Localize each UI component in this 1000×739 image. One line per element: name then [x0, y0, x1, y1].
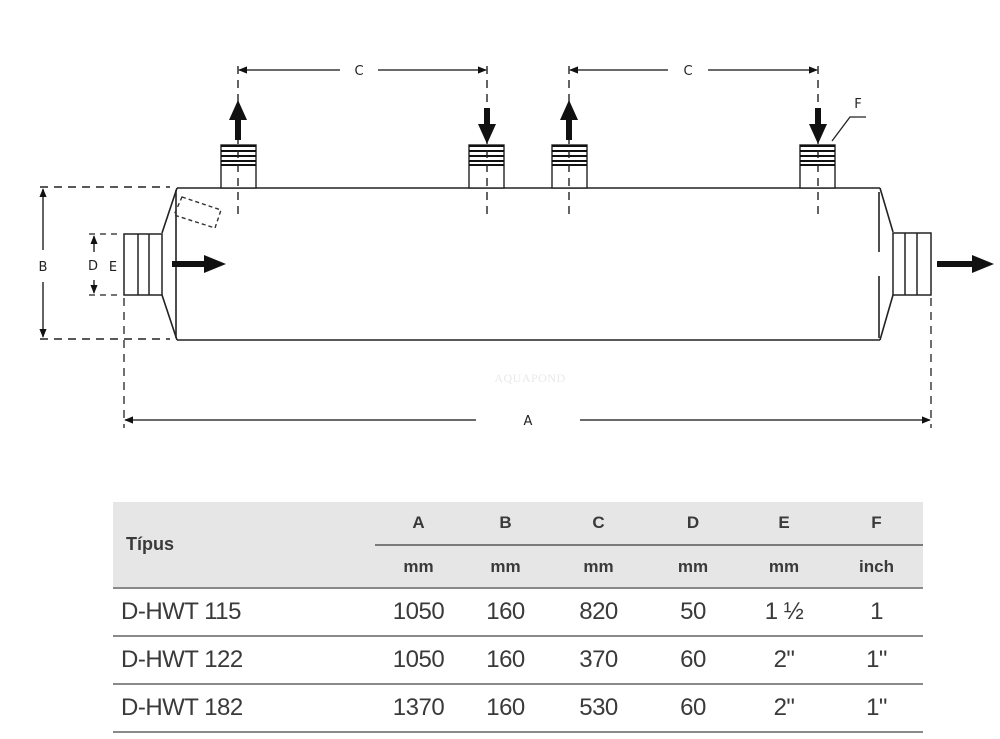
value-c: 820: [549, 588, 648, 637]
dimension-c-left-label: C: [354, 64, 363, 79]
dimension-d-label: D: [88, 259, 98, 274]
dimension-b-label: B: [39, 260, 48, 275]
value-d: 60: [648, 684, 738, 733]
header-row-units: mm mm mm mm mm inch: [113, 545, 923, 589]
arrow-up-icon: [229, 100, 247, 140]
col-unit-e: mm: [738, 545, 830, 589]
value-d: 50: [648, 588, 738, 637]
watermark: AQUAPOND: [494, 371, 565, 385]
value-b: 160: [462, 588, 549, 637]
dimension-d: [89, 233, 122, 296]
table-row: D-HWT 115 1050 160 820 50 1 ½ 1: [113, 588, 923, 637]
port-centerlines: [237, 66, 819, 218]
value-d: 60: [648, 636, 738, 685]
table-row: D-HWT 122 1050 160 370 60 2" 1": [113, 636, 923, 685]
value-e: 2": [738, 636, 830, 685]
col-unit-a: mm: [375, 545, 462, 589]
dimension-c-right-label: C: [683, 64, 692, 79]
col-header-d: D: [648, 502, 738, 546]
value-b: 160: [462, 684, 549, 733]
dimension-e-label: E: [109, 260, 117, 275]
col-unit-b: mm: [462, 545, 549, 589]
model-cell: D-HWT 122: [113, 636, 375, 685]
dimension-b: [39, 186, 170, 340]
arrow-down-icon: [478, 108, 496, 144]
value-e: 2": [738, 684, 830, 733]
dimension-f-label: F: [854, 97, 861, 112]
col-header-f: F: [830, 502, 923, 546]
model-cell: D-HWT 115: [113, 588, 375, 637]
heat-exchanger-diagram: C C F B D E A AQUAPOND: [39, 64, 994, 429]
value-c: 370: [549, 636, 648, 685]
sensor-pocket: [173, 196, 222, 229]
col-header-e: E: [738, 502, 830, 546]
arrow-up-icon: [560, 100, 578, 140]
spec-table: Típus A B C D E F mm mm mm mm mm inch D-…: [113, 502, 923, 733]
flow-arrows: [172, 100, 994, 273]
top-ports: [220, 144, 836, 189]
col-unit-c: mm: [549, 545, 648, 589]
value-c: 530: [549, 684, 648, 733]
model-cell: D-HWT 182: [113, 684, 375, 733]
value-f: 1": [830, 636, 923, 685]
col-header-a: A: [375, 502, 462, 546]
inlet-nozzle: [123, 233, 163, 296]
table-row: D-HWT 182 1370 160 530 60 2" 1": [113, 684, 923, 733]
arrow-right-icon: [172, 255, 226, 273]
arrow-right-icon: [937, 255, 994, 273]
col-header-b: B: [462, 502, 549, 546]
type-header: Típus: [113, 502, 375, 589]
arrow-down-icon: [809, 108, 827, 144]
value-a: 1050: [375, 636, 462, 685]
header-row-letters: Típus A B C D E F: [113, 502, 923, 589]
dimension-a-label: A: [524, 414, 533, 429]
value-b: 160: [462, 636, 549, 685]
outlet-nozzle: [892, 232, 932, 296]
col-unit-d: mm: [648, 545, 738, 589]
dimension-a: [123, 298, 932, 428]
col-header-c: C: [549, 502, 648, 546]
value-a: 1370: [375, 684, 462, 733]
value-f: 1": [830, 684, 923, 733]
value-e: 1 ½: [738, 588, 830, 637]
dimension-f-leader: [831, 116, 866, 142]
value-f: 1: [830, 588, 923, 637]
value-a: 1050: [375, 588, 462, 637]
col-unit-f: inch: [830, 545, 923, 589]
exchanger-body: [161, 187, 894, 341]
